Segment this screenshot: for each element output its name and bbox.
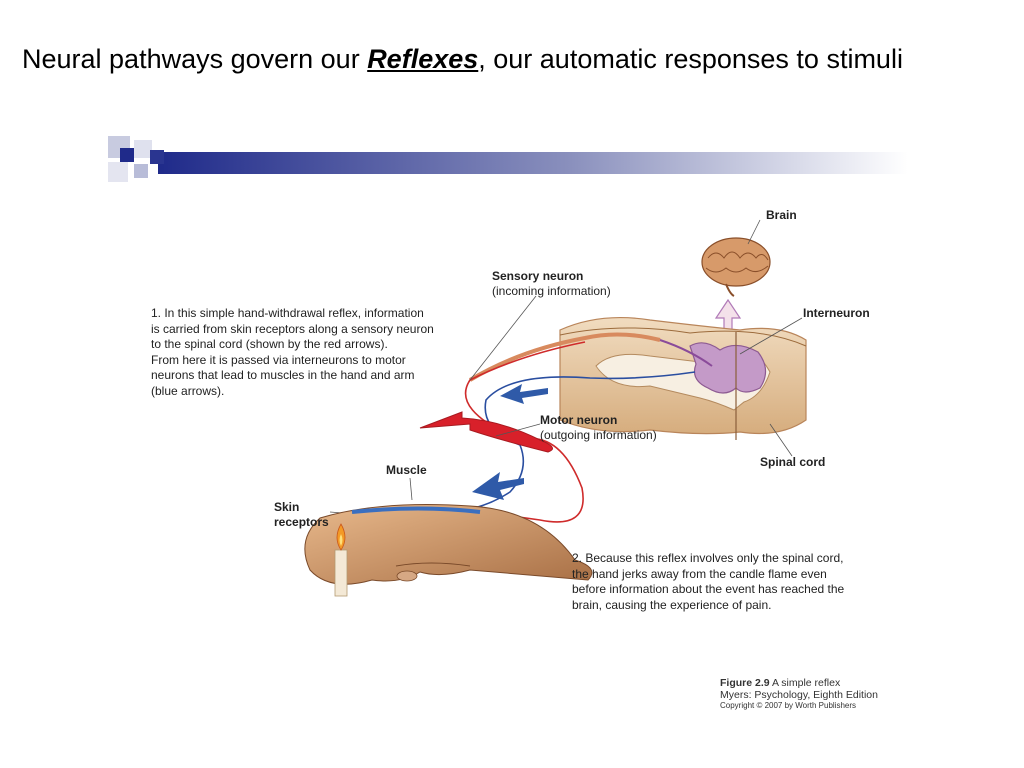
pointer-muscle <box>409 477 413 501</box>
step1-line: 1. In this simple hand-withdrawal reflex… <box>151 306 424 320</box>
arm-and-hand <box>304 504 593 585</box>
slide-title: Neural pathways govern our Reflexes, our… <box>22 44 903 75</box>
step2-line: before information about the event has r… <box>572 582 845 596</box>
label-interneuron: Interneuron <box>803 306 870 320</box>
step1-line: to the spinal cord (shown by the red arr… <box>151 337 388 351</box>
pointer-interneuron <box>739 317 803 355</box>
title-prefix: Neural pathways govern our <box>22 44 368 74</box>
label-muscle: Muscle <box>386 463 427 477</box>
square-3 <box>134 140 152 158</box>
candle-illustration <box>334 523 348 597</box>
step2-text: 2. Because this reflex involves only the… <box>572 551 844 613</box>
pointer-sensory-neuron <box>469 295 537 381</box>
figure-copyright: Copyright © 2007 by Worth Publishers <box>720 701 857 710</box>
title-keyword: Reflexes <box>367 44 479 74</box>
label-spinal-cord: Spinal cord <box>760 455 826 469</box>
interneuron-region <box>689 342 767 394</box>
motor-arrow-lower <box>472 472 524 500</box>
square-2 <box>120 148 134 162</box>
pointer-motor-neuron <box>495 423 541 437</box>
motor-arrow-upper <box>500 384 548 404</box>
step1-line: From here it is passed via interneurons … <box>151 352 406 367</box>
step2-line: brain, causing the experience of pain. <box>572 597 772 612</box>
dorsal-root <box>468 332 661 382</box>
step1-text: 1. In this simple hand-withdrawal reflex… <box>151 306 434 399</box>
label-sensory-neuron: Sensory neuron(incoming information) <box>492 269 611 298</box>
square-6 <box>150 150 164 164</box>
title-suffix: , our automatic responses to stimuli <box>478 44 903 74</box>
step2-line: the hand jerks away from the candle flam… <box>572 566 827 581</box>
figure-caption: Figure 2.9 A simple reflex Myers: Psycho… <box>720 677 878 711</box>
sensory-arrow <box>419 411 553 453</box>
step1-line: is carried from skin receptors along a s… <box>151 321 434 336</box>
spinal-cord-section <box>559 316 807 440</box>
label-brain: Brain <box>766 208 797 222</box>
decorative-title-bar <box>108 136 908 182</box>
pointer-brain <box>747 219 761 245</box>
pointer-spinal-cord <box>769 423 793 457</box>
interneuron-link <box>659 339 713 367</box>
label-motor-neuron: Motor neuron(outgoing information) <box>540 413 657 442</box>
brain-illustration <box>701 237 771 297</box>
figure-label: Figure 2.9 <box>720 677 770 689</box>
step1-line: neurons that lead to muscles in the hand… <box>151 368 415 382</box>
square-4 <box>108 162 128 182</box>
step1-line: (blue arrows). <box>151 383 225 398</box>
square-5 <box>134 164 148 178</box>
figure-title: A simple reflex <box>771 677 841 689</box>
gradient-bar <box>158 152 908 174</box>
figure-source: Myers: Psychology, Eighth Edition <box>720 689 878 701</box>
step2-line: 2. Because this reflex involves only the… <box>572 551 844 565</box>
